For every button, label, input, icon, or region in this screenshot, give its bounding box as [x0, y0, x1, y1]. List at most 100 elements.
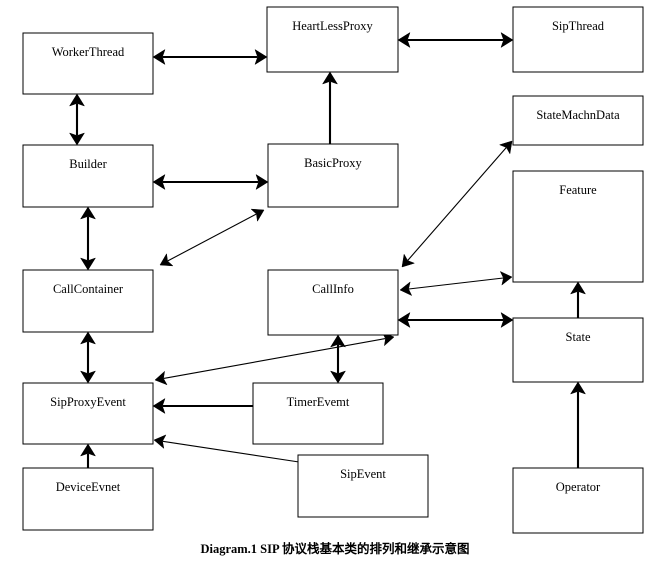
arrowhead-start [397, 311, 411, 329]
edge-workerthread-to-heartlessproxy [152, 48, 268, 66]
node-label: TimerEvemt [287, 395, 350, 409]
edge-sipproxyevent-to-callinfo [154, 331, 395, 386]
node-sipthread[interactable]: SipThread [512, 6, 644, 73]
edges-layer [68, 31, 587, 468]
arrowhead-end [329, 370, 347, 384]
node-operator[interactable]: Operator [512, 467, 644, 534]
arrowhead-start [154, 370, 168, 386]
edge-builder-to-basicproxy [152, 173, 269, 191]
arrowhead-end [500, 311, 514, 329]
arrowhead-start [68, 93, 86, 107]
arrowhead-end [153, 434, 167, 450]
arrowhead-end [152, 397, 166, 415]
node-label: State [566, 330, 591, 344]
arrowhead-start [401, 253, 416, 268]
node-state[interactable]: State [512, 317, 644, 383]
edge-callcontainer-to-basicproxy [159, 208, 265, 267]
node-label: StateMachnData [536, 108, 620, 122]
node-box[interactable] [22, 382, 154, 445]
edge-line [162, 440, 300, 463]
figure-caption: Diagram.1 SIP 协议栈基本类的排列和继承示意图 [200, 542, 470, 556]
arrowhead-end [321, 71, 339, 85]
arrowhead-end [254, 48, 268, 66]
node-label: Operator [556, 480, 601, 494]
node-basicproxy[interactable]: BasicProxy [267, 143, 399, 208]
arrowhead-end [498, 140, 513, 155]
arrowhead-start [152, 173, 166, 191]
edge-callinfo-to-feature [399, 270, 513, 297]
arrowhead-end [499, 270, 513, 286]
arrowhead-end [255, 173, 269, 191]
node-box[interactable] [267, 143, 399, 208]
arrowhead-start [397, 31, 411, 49]
node-label: SipThread [552, 19, 605, 33]
node-box[interactable] [22, 467, 154, 531]
node-box[interactable] [512, 6, 644, 73]
node-box[interactable] [512, 170, 644, 283]
node-box[interactable] [252, 382, 384, 445]
nodes-layer: WorkerThread HeartLessProxy SipThreadState… [22, 6, 644, 534]
edge-callcontainer-to-sipproxyevent [79, 331, 97, 384]
edge-operator-to-state [569, 381, 587, 468]
node-workerthread[interactable]: WorkerThread [22, 32, 154, 95]
arrowhead-end [569, 281, 587, 295]
edge-callinfo-to-state [397, 311, 514, 329]
edge-line [407, 147, 507, 261]
edge-line [408, 277, 504, 290]
arrowhead-start [399, 281, 413, 297]
edge-builder-to-callcontainer [79, 206, 97, 271]
arrowhead-end [250, 208, 265, 222]
node-box[interactable] [267, 269, 399, 336]
edge-sipevent-to-sipproxyevent [153, 434, 300, 463]
node-heartlessproxy[interactable]: HeartLessProxy [266, 6, 399, 73]
edge-line [163, 338, 386, 379]
node-label: Builder [69, 157, 107, 171]
edge-deviceevnet-to-sipproxyevent [79, 443, 97, 468]
edge-callinfo-to-statemachndata [401, 140, 513, 268]
node-label: Feature [559, 183, 597, 197]
node-feature[interactable]: Feature [512, 170, 644, 283]
node-label: SipEvent [340, 467, 386, 481]
node-label: BasicProxy [304, 156, 362, 170]
node-box[interactable] [512, 95, 644, 146]
node-box[interactable] [266, 6, 399, 73]
node-callcontainer[interactable]: CallContainer [22, 269, 154, 333]
edge-timerevemt-to-sipproxyevent [152, 397, 253, 415]
node-label: WorkerThread [52, 45, 125, 59]
node-callinfo[interactable]: CallInfo [267, 269, 399, 336]
node-label: CallContainer [53, 282, 124, 296]
node-statemachndata[interactable]: StateMachnData [512, 95, 644, 146]
edge-workerthread-to-builder [68, 93, 86, 146]
arrowhead-end [79, 257, 97, 271]
node-box[interactable] [297, 454, 429, 518]
node-label: HeartLessProxy [292, 19, 373, 33]
edge-basicproxy-to-heartlessproxy [321, 71, 339, 144]
edge-heartlessproxy-to-sipthread [397, 31, 514, 49]
arrowhead-end [68, 132, 86, 146]
arrowhead-end [79, 443, 97, 457]
arrowhead-end [569, 381, 587, 395]
edge-callinfo-to-timerevemt [329, 334, 347, 384]
node-box[interactable] [22, 144, 154, 208]
edge-line [167, 213, 257, 262]
arrowhead-start [329, 334, 347, 348]
node-sipevent[interactable]: SipEvent [297, 454, 429, 518]
node-box[interactable] [512, 467, 644, 534]
arrowhead-start [152, 48, 166, 66]
arrowhead-end [500, 31, 514, 49]
node-builder[interactable]: Builder [22, 144, 154, 208]
node-label: SipProxyEvent [50, 395, 126, 409]
node-label: DeviceEvnet [56, 480, 121, 494]
node-timerevemt[interactable]: TimerEvemt [252, 382, 384, 445]
node-box[interactable] [22, 32, 154, 95]
arrowhead-start [79, 206, 97, 220]
node-sipproxyevent[interactable]: SipProxyEvent [22, 382, 154, 445]
node-box[interactable] [512, 317, 644, 383]
arrowhead-start [79, 331, 97, 345]
node-box[interactable] [22, 269, 154, 333]
edge-state-to-feature [569, 281, 587, 318]
node-deviceevnet[interactable]: DeviceEvnet [22, 467, 154, 531]
arrowhead-start [159, 253, 174, 267]
